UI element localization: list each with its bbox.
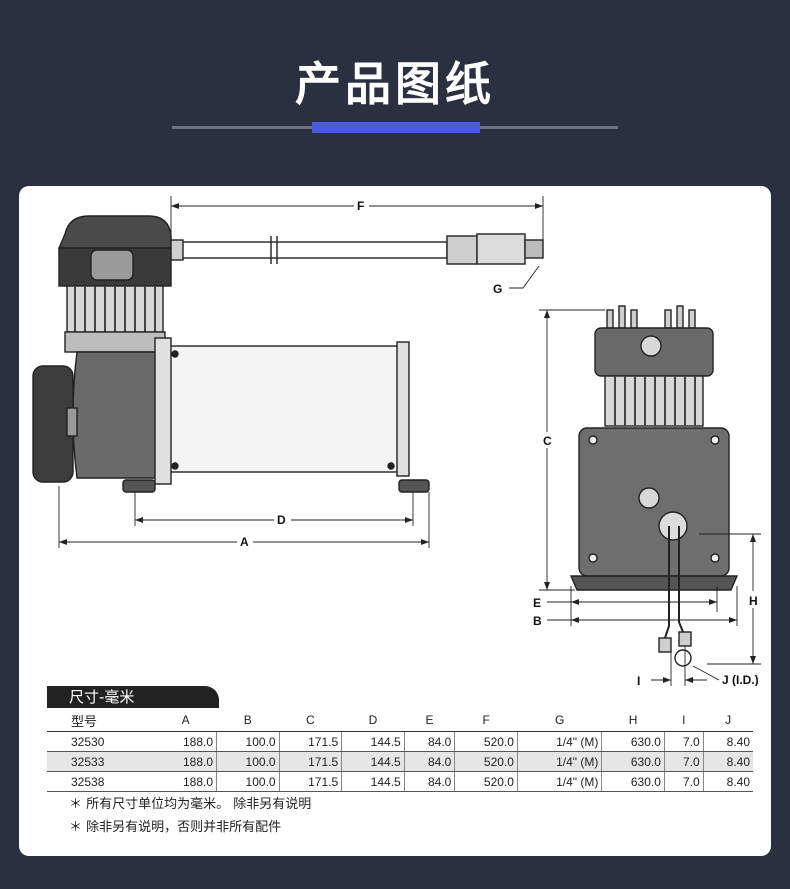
head-port	[640, 335, 662, 357]
table-cell: 520.0	[454, 771, 518, 792]
dim-label-i: I	[637, 674, 640, 686]
col-header: A	[154, 709, 217, 732]
motor-cap	[57, 215, 172, 249]
dim-label-h: H	[749, 594, 758, 608]
table-cell: 100.0	[216, 771, 280, 792]
table-cell: 1/4" (M)	[517, 751, 603, 772]
notes: ＊ 所有尺寸单位均为毫米。 除非另有说明 ＊ 除非另有说明，否则并非所有配件	[69, 793, 311, 839]
connector-right	[678, 631, 692, 647]
col-header: C	[279, 709, 342, 732]
dim-label-g: G	[493, 282, 502, 296]
table-row: 32533 188.0 100.0 171.5 144.5 84.0 520.0…	[47, 751, 753, 772]
table-cell: 171.5	[279, 771, 343, 792]
col-header: H	[601, 709, 665, 732]
table-cell: 630.0	[601, 771, 665, 792]
col-header: D	[341, 709, 405, 732]
hose	[178, 241, 448, 259]
table-cell: 520.0	[454, 731, 518, 752]
table-cell: 630.0	[601, 731, 665, 752]
table-cell: 32538	[47, 771, 155, 792]
dim-label-j: J (I.D.)	[722, 673, 759, 686]
dimension-table: 型号 A B C D E F G H I J 32530 188.0 100.0…	[47, 709, 753, 792]
front-foot	[122, 479, 156, 493]
table-cell: 188.0	[154, 751, 218, 772]
title-accent-bar	[312, 122, 480, 133]
table-row: 32538 188.0 100.0 171.5 144.5 84.0 520.0…	[47, 771, 753, 792]
rear-foot	[398, 479, 430, 493]
front-port	[638, 487, 660, 509]
crankcase	[72, 351, 160, 479]
table-cell: 100.0	[216, 731, 280, 752]
page-title: 产品图纸	[295, 57, 495, 111]
table-cell: 630.0	[601, 751, 665, 772]
table-cell: 7.0	[664, 771, 704, 792]
table-cell: 1/4" (M)	[517, 771, 603, 792]
crank-collar	[64, 331, 166, 353]
table-header-row: 型号 A B C D E F G H I J	[47, 709, 753, 732]
table-row: 32530 188.0 100.0 171.5 144.5 84.0 520.0…	[47, 731, 753, 752]
dim-label-c: C	[543, 434, 552, 448]
dim-label-a: A	[240, 535, 249, 549]
front-bracket	[154, 337, 172, 485]
note-line: ＊ 除非另有说明，否则并非所有配件	[69, 820, 282, 835]
col-header: 型号	[47, 709, 155, 732]
table-cell: 188.0	[154, 731, 218, 752]
table-cell: 171.5	[279, 751, 343, 772]
wire-grommet	[658, 511, 688, 541]
dim-label-d: D	[277, 513, 286, 527]
hose-nut	[446, 235, 478, 265]
table-cell: 144.5	[341, 751, 405, 772]
col-header: B	[216, 709, 280, 732]
hose-fitting-left	[170, 239, 184, 261]
table-cell: 8.40	[703, 751, 753, 772]
table-cell: 84.0	[404, 751, 456, 772]
col-header: G	[517, 709, 602, 732]
table-cell: 144.5	[341, 771, 405, 792]
table-cell: 8.40	[703, 771, 753, 792]
thread-tip	[524, 239, 544, 259]
technical-drawing: F G D A	[32, 196, 761, 686]
col-header: I	[664, 709, 704, 732]
ring-terminal	[674, 649, 692, 667]
table-cell: 32530	[47, 731, 155, 752]
rear-bracket	[396, 341, 410, 477]
col-header: F	[454, 709, 518, 732]
table-cell: 1/4" (M)	[517, 731, 603, 752]
table-cell: 520.0	[454, 751, 518, 772]
dim-label-f: F	[357, 199, 364, 213]
connector-left	[658, 637, 672, 653]
table-cell: 171.5	[279, 731, 343, 752]
front-head-fins	[606, 305, 696, 329]
drawing-card: F G D A	[19, 186, 771, 856]
col-header: E	[404, 709, 455, 732]
table-cell: 7.0	[664, 751, 704, 772]
table-cell: 84.0	[404, 731, 456, 752]
front-base	[569, 575, 739, 591]
note-line: ＊ 所有尺寸单位均为毫米。 除非另有说明	[69, 797, 312, 812]
dim-label-b: B	[533, 614, 542, 628]
table-cell: 32533	[47, 751, 155, 772]
motor-head-window	[90, 249, 134, 281]
motor-body	[168, 345, 406, 473]
table-tab-label: 尺寸-毫米	[47, 686, 219, 708]
table-cell: 84.0	[404, 771, 456, 792]
end-cap-tab	[66, 407, 78, 437]
table-cell: 188.0	[154, 771, 218, 792]
table-cell: 144.5	[341, 731, 405, 752]
table-cell: 8.40	[703, 731, 753, 752]
col-header: J	[703, 709, 753, 732]
hose-fitting-right	[476, 233, 526, 265]
table-cell: 7.0	[664, 731, 704, 752]
dim-label-e: E	[533, 596, 541, 610]
table-cell: 100.0	[216, 751, 280, 772]
